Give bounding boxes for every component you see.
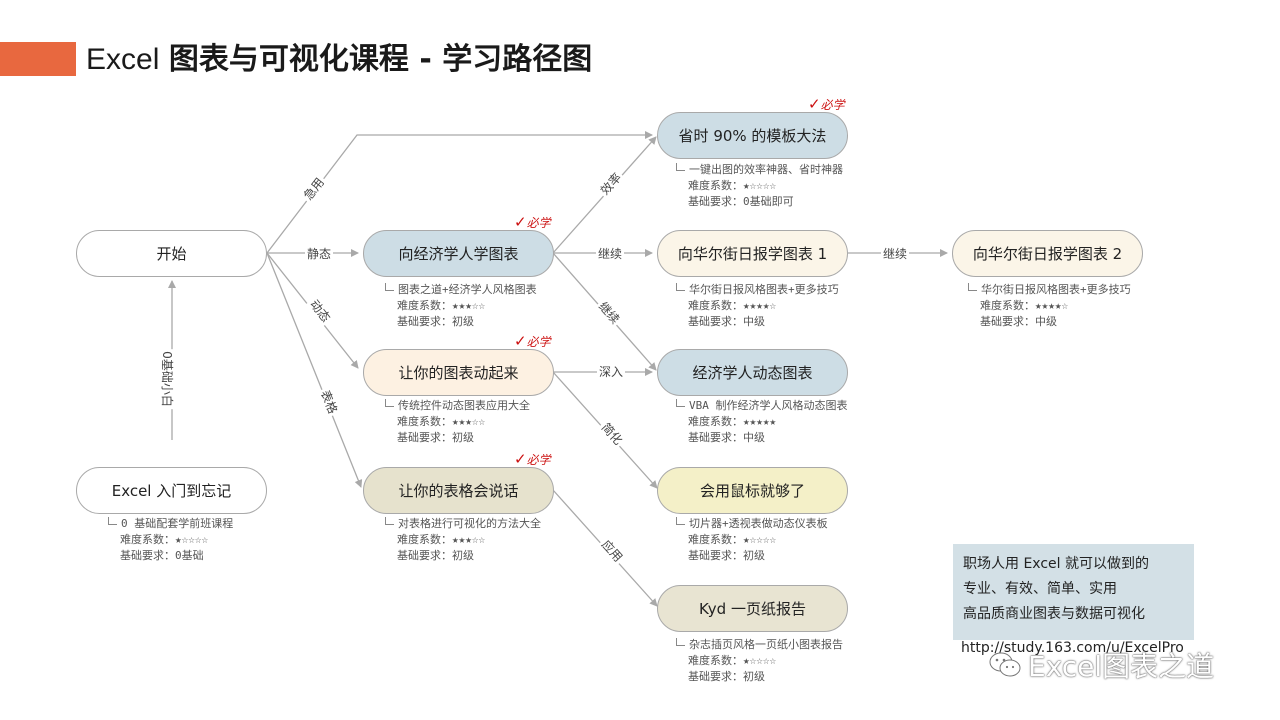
summary-line-3: 高品质商业图表与数据可视化 — [963, 606, 1145, 622]
watermark-text: Excel图表之道 — [1028, 650, 1215, 683]
node-kyd-label: Kyd 一页纸报告 — [699, 600, 806, 618]
must-badge-template: ✓必学 — [808, 95, 845, 113]
summary-line-1: 职场人用 Excel 就可以做到的 — [963, 556, 1149, 572]
node-table-info: 对表格进行可视化的方法大全 难度系数：★★★☆☆ 基础要求：初级 — [385, 516, 541, 564]
must-badge-dynamic: ✓必学 — [514, 332, 551, 350]
node-kyd[interactable]: Kyd 一页纸报告 — [657, 585, 848, 632]
edge-label-continue-2: 继续 — [881, 247, 910, 261]
node-wsj1-label: 向华尔街日报学图表 1 — [677, 245, 828, 263]
summary-line-2: 专业、有效、简单、实用 — [963, 581, 1117, 597]
node-dynamic-info: 传统控件动态图表应用大全 难度系数：★★★☆☆ 基础要求：初级 — [385, 398, 530, 446]
node-eco-dynamic-info: VBA 制作经济学人风格动态图表 难度系数：★★★★★ 基础要求：中级 — [676, 398, 848, 446]
edge-label-static: 静态 — [305, 247, 334, 261]
node-mouse-info: 切片器+透视表做动态仪表板 难度系数：★☆☆☆☆ 基础要求：初级 — [676, 516, 828, 564]
node-table[interactable]: 让你的表格会说话 — [363, 467, 554, 514]
watermark: Excel图表之道 — [988, 645, 1214, 685]
node-mouse-label: 会用鼠标就够了 — [699, 482, 805, 500]
title-accent-bar — [0, 42, 76, 76]
wechat-icon — [988, 651, 1022, 679]
page-title: Excel 图表与可视化课程 - 学习路径图 — [86, 42, 593, 77]
node-template-label: 省时 90% 的模板大法 — [678, 127, 827, 145]
edge-start-template — [266, 131, 653, 254]
node-kyd-info: 杂志插页风格一页纸小图表报告 难度系数：★☆☆☆☆ 基础要求：初级 — [676, 637, 843, 685]
node-intro-info: 0 基础配套学前班课程 难度系数：★☆☆☆☆ 基础要求：0基础 — [108, 516, 233, 564]
node-eco-dynamic-label: 经济学人动态图表 — [692, 364, 813, 382]
node-economist[interactable]: 向经济学人学图表 — [363, 230, 554, 277]
node-start[interactable]: 开始 — [76, 230, 267, 277]
node-wsj2-label: 向华尔街日报学图表 2 — [972, 245, 1123, 263]
edge-label-zero-base: 0基础小白 — [159, 349, 174, 409]
node-dynamic-label: 让你的图表动起来 — [398, 364, 519, 382]
node-table-label: 让你的表格会说话 — [398, 482, 519, 500]
node-economist-info: 图表之道+经济学人风格图表 难度系数：★★★☆☆ 基础要求：初级 — [385, 282, 537, 330]
node-mouse[interactable]: 会用鼠标就够了 — [657, 467, 848, 514]
must-badge-economist: ✓必学 — [514, 213, 551, 231]
node-intro[interactable]: Excel 入门到忘记 — [76, 467, 267, 514]
node-intro-label: Excel 入门到忘记 — [111, 482, 232, 500]
node-start-label: 开始 — [156, 245, 187, 263]
node-wsj1[interactable]: 向华尔街日报学图表 1 — [657, 230, 848, 277]
node-template[interactable]: 省时 90% 的模板大法 — [657, 112, 848, 159]
course-url[interactable]: http://study.163.com/u/ExcelPro — [961, 640, 1184, 656]
node-eco-dynamic[interactable]: 经济学人动态图表 — [657, 349, 848, 396]
node-wsj1-info: 华尔街日报风格图表+更多技巧 难度系数：★★★★☆ 基础要求：中级 — [676, 282, 839, 330]
node-dynamic[interactable]: 让你的图表动起来 — [363, 349, 554, 396]
edge-start-table — [266, 252, 363, 488]
node-wsj2-info: 华尔街日报风格图表+更多技巧 难度系数：★★★★☆ 基础要求：中级 — [968, 282, 1131, 330]
node-template-info: 一键出图的效率神器、省时神器 难度系数：★☆☆☆☆ 基础要求：0基础即可 — [676, 162, 843, 210]
edge-label-deep: 深入 — [597, 365, 626, 379]
must-badge-table: ✓必学 — [514, 450, 551, 468]
node-wsj2[interactable]: 向华尔街日报学图表 2 — [952, 230, 1143, 277]
node-economist-label: 向经济学人学图表 — [398, 245, 519, 263]
edge-label-continue-1: 继续 — [596, 247, 625, 261]
summary-box: 职场人用 Excel 就可以做到的 专业、有效、简单、实用 高品质商业图表与数据… — [953, 544, 1194, 640]
